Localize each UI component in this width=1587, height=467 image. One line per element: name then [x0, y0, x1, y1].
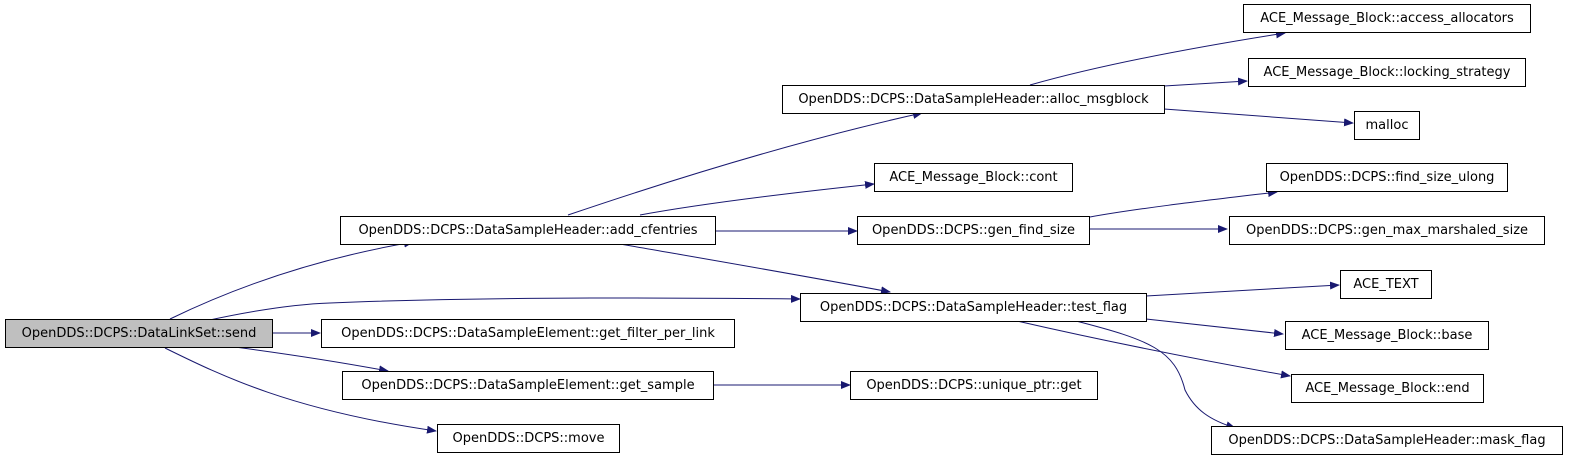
edge-alloc-msgblock-malloc — [1163, 108, 1354, 127]
node-test-flag[interactable]: OpenDDS::DCPS::DataSampleHeader::test_fl… — [800, 293, 1147, 322]
edge-add-cfentries-test-flag — [619, 243, 891, 295]
node-move[interactable]: OpenDDS::DCPS::move — [437, 424, 620, 453]
edge-add-cfentries-cont — [639, 180, 875, 216]
edge-test-flag-mask-flag — [1075, 320, 1236, 430]
node-alloc-msgblock[interactable]: OpenDDS::DCPS::DataSampleHeader::alloc_m… — [782, 85, 1165, 114]
edge-add-cfentries-alloc-msgblock — [567, 111, 923, 216]
node-gen-find-size[interactable]: OpenDDS::DCPS::gen_find_size — [857, 216, 1090, 245]
node-gen-max-marshaled-size[interactable]: OpenDDS::DCPS::gen_max_marshaled_size — [1229, 216, 1545, 245]
edge-test-flag-base — [1145, 318, 1284, 337]
edge-send-get-sample — [234, 346, 389, 374]
node-end[interactable]: ACE_Message_Block::end — [1291, 374, 1484, 403]
edge-alloc-msgblock-locking-strategy — [1163, 77, 1248, 87]
edge-send-test-flag — [204, 294, 801, 322]
node-get-filter-per-link[interactable]: OpenDDS::DCPS::DataSampleElement::get_fi… — [321, 319, 735, 348]
edge-gen-find-size-find-size-ulong — [1089, 189, 1278, 218]
node-base[interactable]: ACE_Message_Block::base — [1285, 321, 1489, 350]
edge-test-flag-end — [1016, 320, 1291, 379]
edge-alloc-msgblock-access-allocators — [1029, 30, 1286, 86]
node-find-size-ulong[interactable]: OpenDDS::DCPS::find_size_ulong — [1266, 163, 1508, 192]
node-ace-text[interactable]: ACE_TEXT — [1340, 270, 1432, 299]
edge-send-add-cfentries — [169, 239, 414, 320]
node-get-sample[interactable]: OpenDDS::DCPS::DataSampleElement::get_sa… — [342, 371, 714, 400]
node-locking-strategy[interactable]: ACE_Message_Block::locking_strategy — [1248, 58, 1526, 87]
node-datalinkset-send: OpenDDS::DCPS::DataLinkSet::send — [5, 319, 273, 348]
node-add-cfentries[interactable]: OpenDDS::DCPS::DataSampleHeader::add_cfe… — [340, 216, 716, 245]
node-unique-ptr-get[interactable]: OpenDDS::DCPS::unique_ptr::get — [850, 371, 1098, 400]
node-malloc[interactable]: malloc — [1354, 111, 1420, 140]
node-access-allocators[interactable]: ACE_Message_Block::access_allocators — [1243, 4, 1531, 33]
edge-test-flag-ace-text — [1145, 281, 1340, 297]
edge-send-move — [164, 347, 437, 434]
node-mask-flag[interactable]: OpenDDS::DCPS::DataSampleHeader::mask_fl… — [1211, 426, 1563, 455]
node-cont[interactable]: ACE_Message_Block::cont — [874, 163, 1073, 192]
